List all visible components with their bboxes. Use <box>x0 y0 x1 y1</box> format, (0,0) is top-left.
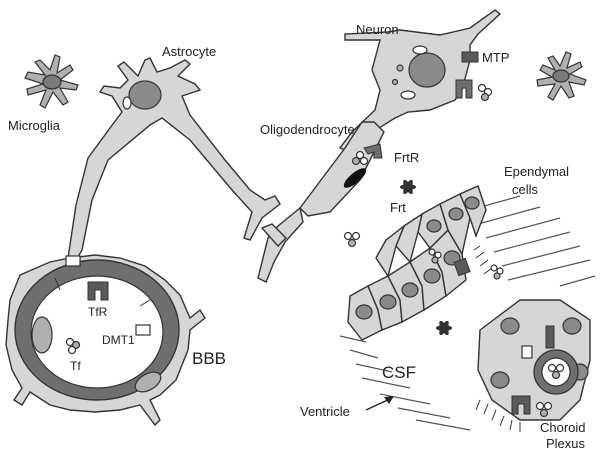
bbb-label: BBB <box>192 349 226 368</box>
ependymal-layer <box>339 185 596 432</box>
tf-molecule-neuron <box>477 83 493 102</box>
choroid-label-line2: Plexus <box>546 436 586 451</box>
astrocyte-label: Astrocyte <box>162 44 216 59</box>
neuron-receptor <box>455 79 473 99</box>
ferritin-molecule <box>400 179 416 195</box>
tfr-label: TfR <box>88 305 108 319</box>
tf-molecule-ependymal <box>428 248 553 418</box>
microglia-label: Microglia <box>8 118 61 133</box>
tfr-receptor <box>87 281 109 301</box>
dmt1-label: DMT1 <box>102 333 135 347</box>
ferritin-molecule-ependymal <box>436 320 452 336</box>
csf-lines <box>339 195 596 431</box>
oligodendrocyte-label: Oligodendrocyte <box>260 122 355 137</box>
dmt1-transporter <box>135 324 151 336</box>
csf-label: CSF <box>382 363 416 382</box>
choroid-plexus-cells <box>475 299 591 432</box>
choroid-receptor <box>511 395 531 415</box>
ventricle-arrow <box>365 396 394 411</box>
frt-label: Frt <box>390 200 406 215</box>
tf-molecule-free <box>343 231 361 248</box>
tf-label: Tf <box>70 359 81 373</box>
ventricle-label: Ventricle <box>300 404 350 419</box>
oligodendrocyte-cell <box>257 121 385 283</box>
choroid-label-line1: Choroid <box>540 420 586 435</box>
mtp-transporter <box>461 51 479 63</box>
blood-vessel <box>5 254 206 427</box>
ependymal-label-line2: cells <box>512 182 539 197</box>
frtr-receptor <box>363 143 383 159</box>
mtp-label: MTP <box>482 50 509 65</box>
microglia-cell <box>24 54 79 109</box>
microglia-cell-right <box>536 51 587 101</box>
ependymal-cells <box>347 185 493 341</box>
frtr-label: FrtR <box>394 150 419 165</box>
astrocyte-cell <box>67 57 281 263</box>
neuron-cell <box>338 9 502 151</box>
neuron-label: Neuron <box>356 22 399 37</box>
ependymal-label-line1: Ependymal <box>504 164 569 179</box>
